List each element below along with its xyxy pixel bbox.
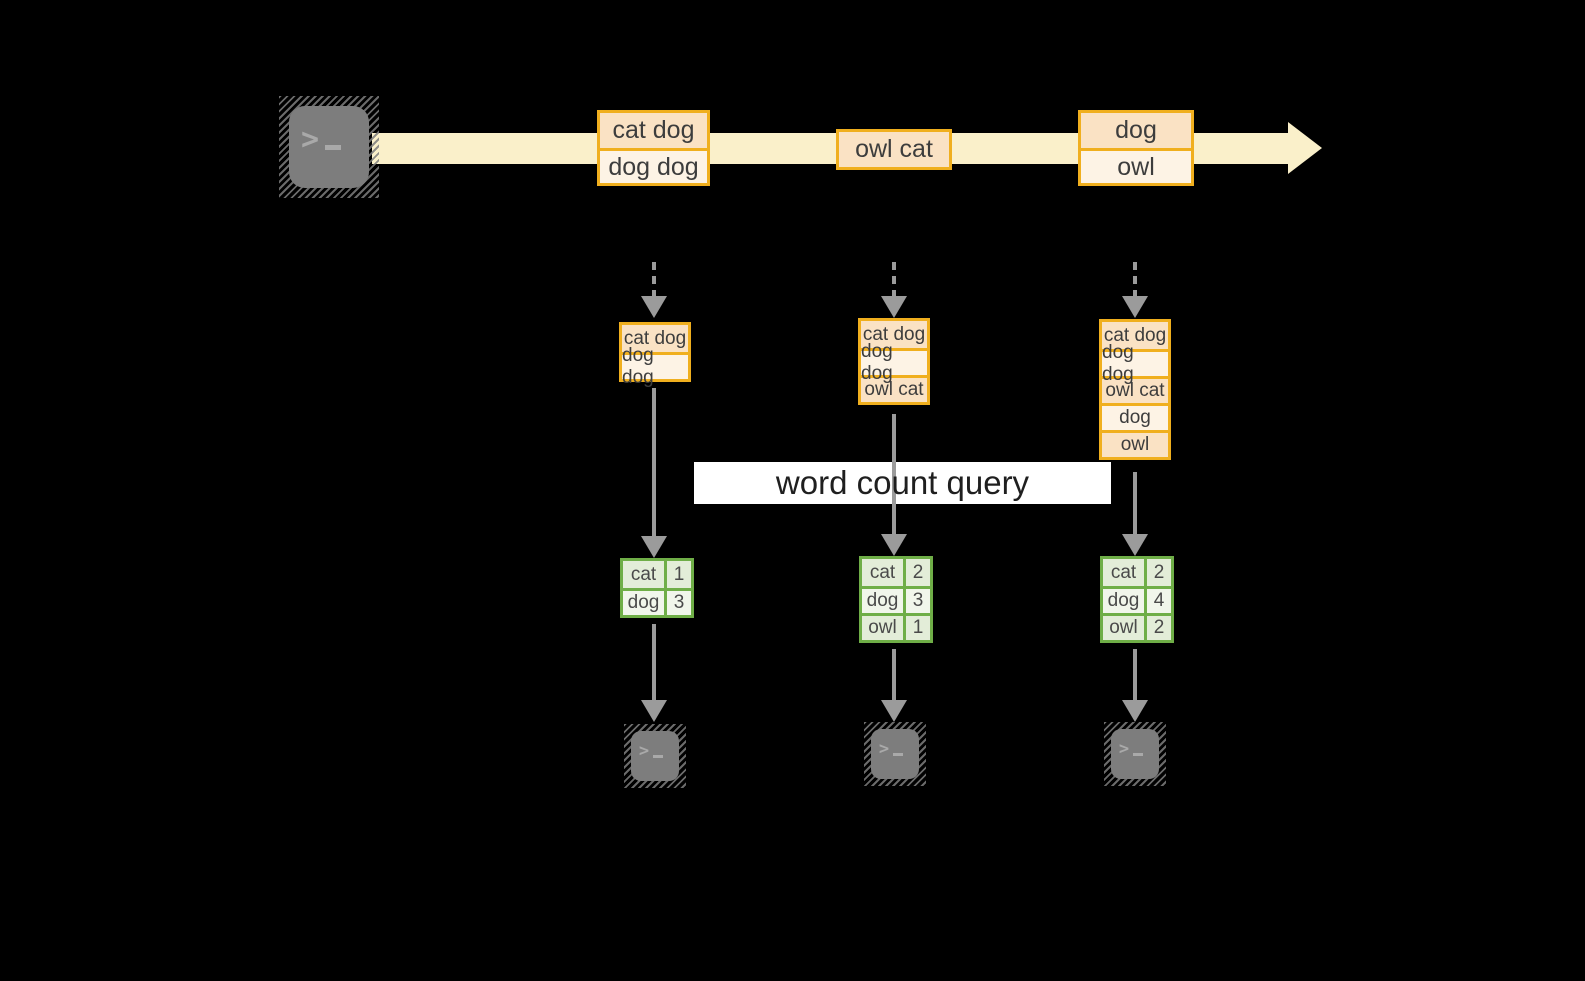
arrow-line (1133, 649, 1137, 700)
stream-message-1: cat dog dog dog (597, 110, 710, 186)
count-table-row: owl 1 (862, 613, 930, 640)
arrow-head-icon (641, 536, 667, 558)
word-cell: owl (862, 616, 906, 640)
count-table-row: dog 4 (1103, 586, 1171, 613)
prompt-chevron: > (878, 739, 890, 759)
prompt-chevron: > (638, 741, 650, 761)
count-cell: 3 (667, 591, 691, 615)
consumer-buffer-3: cat dog dog dog owl cat dog owl (1099, 319, 1171, 460)
arrow-head-icon (881, 700, 907, 722)
message-row: dog (1102, 403, 1168, 430)
count-cell: 2 (906, 559, 930, 586)
word-cell: cat (623, 561, 667, 588)
count-table-row: dog 3 (623, 588, 691, 615)
prompt-chevron: > (1118, 739, 1130, 759)
arrow-head-icon (641, 700, 667, 722)
consumer-buffer-1: cat dog dog dog (619, 322, 691, 388)
terminal-screen: > (1111, 729, 1159, 779)
message-row: dog (1081, 113, 1191, 148)
message-row: owl cat (839, 132, 949, 167)
message-row: cat dog (1102, 322, 1168, 349)
arrow-head-icon (641, 296, 667, 318)
count-table-row: cat 1 (623, 561, 691, 588)
prompt-cursor-icon (325, 144, 342, 150)
count-cell: 1 (906, 616, 930, 640)
dashed-arrow-line-1 (652, 262, 656, 298)
count-cell: 4 (1147, 589, 1171, 613)
count-cell: 2 (1147, 559, 1171, 586)
query-label: word count query (775, 464, 1030, 501)
message-row: cat dog (600, 113, 707, 148)
terminal-prompt-icon: > (1118, 739, 1144, 759)
word-cell: dog (623, 591, 667, 615)
terminal-prompt-icon: > (638, 741, 664, 761)
terminal-screen: > (871, 729, 919, 779)
stream-message-3: dog owl (1078, 110, 1194, 186)
prompt-cursor-icon (893, 752, 904, 756)
consumer-buffer-2: cat dog dog dog owl cat (858, 318, 930, 405)
arrow-head-icon (881, 296, 907, 318)
prompt-cursor-icon (1133, 752, 1144, 756)
message-row: dog dog (622, 345, 688, 388)
consumer-terminal-icon-1: > (624, 724, 686, 788)
prompt-chevron: > (300, 121, 320, 157)
arrow-line (892, 414, 896, 534)
terminal-screen: > (631, 731, 679, 781)
word-cell: owl (1103, 616, 1147, 640)
terminal-screen: > (289, 106, 369, 188)
message-row: dog dog (861, 341, 927, 384)
count-table-row: owl 2 (1103, 613, 1171, 640)
query-band (694, 462, 1111, 504)
message-row: dog dog (1102, 342, 1168, 385)
count-cell: 2 (1147, 616, 1171, 640)
dashed-arrow-line-2 (892, 262, 896, 298)
word-count-table-2: cat 2 dog 3 owl 1 (859, 556, 933, 643)
consumer-terminal-icon-3: > (1104, 722, 1166, 786)
arrow-head-icon (881, 534, 907, 556)
word-count-table-3: cat 2 dog 4 owl 2 (1100, 556, 1174, 643)
terminal-prompt-icon: > (300, 121, 342, 157)
prompt-cursor-icon (653, 754, 664, 758)
message-row: owl cat (1102, 376, 1168, 403)
word-cell: dog (1103, 589, 1147, 613)
arrow-head-icon (1122, 296, 1148, 318)
stream-arrow-head-icon (1288, 122, 1322, 174)
count-cell: 1 (667, 561, 691, 588)
message-row: owl (1081, 148, 1191, 183)
stream-message-2: owl cat (836, 129, 952, 170)
count-table-row: cat 2 (1103, 559, 1171, 586)
message-row: owl (1102, 430, 1168, 457)
arrow-line (1133, 472, 1137, 534)
consumer-terminal-icon-2: > (864, 722, 926, 786)
count-table-row: cat 2 (862, 559, 930, 586)
producer-terminal-icon: > (279, 96, 379, 198)
word-count-table-1: cat 1 dog 3 (620, 558, 694, 618)
message-row: cat dog (622, 325, 688, 352)
word-cell: cat (862, 559, 906, 586)
word-cell: cat (1103, 559, 1147, 586)
count-table-row: dog 3 (862, 586, 930, 613)
dashed-arrow-line-3 (1133, 262, 1137, 298)
arrow-head-icon (1122, 700, 1148, 722)
word-cell: dog (862, 589, 906, 613)
message-row: dog dog (600, 148, 707, 183)
terminal-prompt-icon: > (878, 739, 904, 759)
arrow-line (652, 624, 656, 700)
message-row: cat dog (861, 321, 927, 348)
arrow-line (652, 388, 656, 538)
arrow-line (892, 649, 896, 700)
message-row: owl cat (861, 375, 927, 402)
arrow-head-icon (1122, 534, 1148, 556)
count-cell: 3 (906, 589, 930, 613)
